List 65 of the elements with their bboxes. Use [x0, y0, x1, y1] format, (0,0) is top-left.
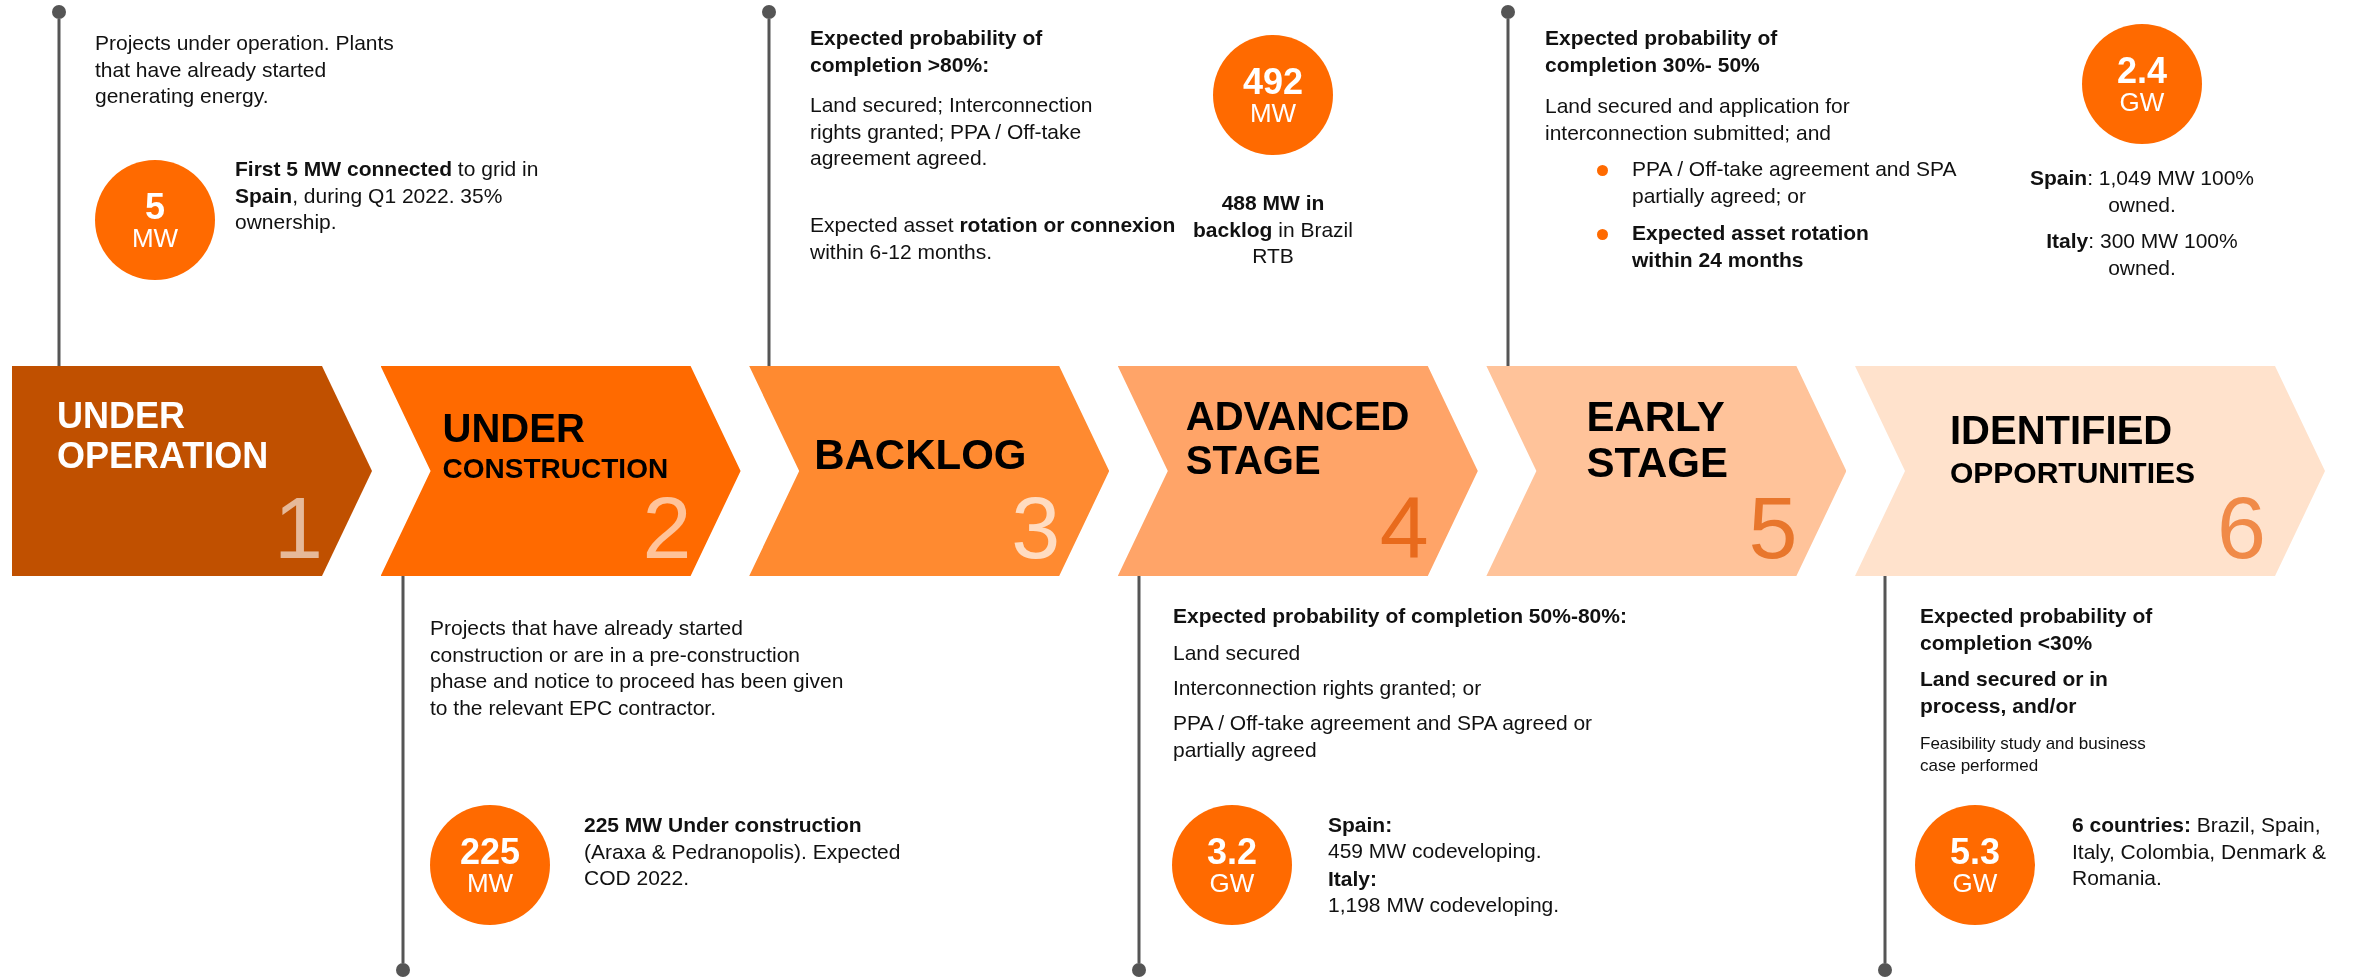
description-text: 1,198 MW codeveloping. — [1328, 892, 1561, 918]
description-text: Land secured — [1173, 640, 1302, 666]
description-text: 225 MW Under construction (Araxa & Pedranopolis). Expected COD 2022. — [584, 812, 902, 892]
value-text: 5.3 — [1949, 834, 2000, 870]
description-text: 488 MW in backlog in Brazil RTB — [1192, 190, 1354, 270]
description-text: Feasibility study and business case performed — [1920, 733, 2147, 777]
unit-text: GW — [2119, 89, 2165, 115]
description-text: Interconnection rights granted; or — [1173, 675, 1483, 701]
description-text: Italy: — [1328, 866, 1378, 892]
stage-number: 5 — [1748, 484, 1798, 572]
unit-text: MW — [131, 225, 179, 251]
stage-title: ADVANCED STAGE — [1185, 394, 1411, 482]
stage-title: CONSTRUCTION — [442, 454, 669, 485]
description-text: Expected probability of completion <30% — [1920, 603, 2154, 656]
description-text: Expected asset rotation within 24 months — [1632, 220, 1870, 273]
unit-text: MW — [466, 870, 514, 896]
pin-dot — [52, 5, 66, 19]
description-text: Projects under operation. Plants that have already started generating energy. — [95, 30, 395, 110]
stage-number: 2 — [642, 484, 692, 572]
value-text: 492 — [1242, 64, 1304, 100]
stage-title: BACKLOG — [814, 432, 1027, 479]
unit-text: GW — [1952, 870, 1998, 896]
description-text: Expected asset rotation or connexion within 6-12 months. — [810, 212, 1177, 265]
stage-title: UNDER — [442, 406, 585, 450]
description-text: 6 countries: Brazil, Spain, Italy, Colombia, Denmark & Romania. — [2072, 812, 2328, 892]
description-text: Projects that have already started construction or are in a pre-construction phase and notice to proceed has been given to the relevant EPC contractor. — [430, 615, 845, 721]
value-text: 3.2 — [1206, 834, 1257, 870]
pin-dot — [396, 963, 410, 977]
unit-text: GW — [1209, 870, 1255, 896]
description-text: Land secured or in process, and/or — [1920, 666, 2109, 719]
description-text: Expected probability of completion 30%- 50% — [1545, 25, 1779, 78]
stage-title: IDENTIFIED — [1950, 408, 2173, 452]
unit-text: MW — [1249, 100, 1297, 126]
pin-dot — [1132, 963, 1146, 977]
stage-number: 3 — [1011, 484, 1061, 572]
pin-dot — [762, 5, 776, 19]
description-text: Expected probability of completion 50%-80%: — [1173, 603, 1628, 629]
description-text: PPA / Off-take agreement and SPA partially agreed; or — [1632, 156, 1957, 209]
description-text: Spain: 1,049 MW 100% owned. — [2028, 165, 2256, 218]
description-text: Land secured; Interconnection rights granted; PPA / Off-take agreement agreed. — [810, 92, 1094, 172]
stage-title: EARLY STAGE — [1586, 394, 1729, 487]
pin-dot — [1501, 5, 1515, 19]
pin-dot — [1878, 963, 1892, 977]
stage-banner — [12, 366, 372, 576]
description-text: PPA / Off-take agreement and SPA agreed or partially agreed — [1173, 710, 1594, 763]
timeline-pin — [1137, 576, 1141, 963]
description-text: Land secured and application for interconnection submitted; and — [1545, 93, 1851, 146]
value-text: 5 — [145, 189, 165, 225]
stage-number: 1 — [274, 484, 323, 572]
timeline-pin — [1506, 19, 1510, 366]
value-text: 2.4 — [2116, 53, 2167, 89]
stage-title: UNDER OPERATION — [57, 396, 270, 476]
timeline-pin — [401, 576, 405, 963]
stage-number: 6 — [2217, 484, 2266, 572]
description-text: 459 MW codeveloping. — [1328, 838, 1543, 864]
description-text: First 5 MW connected to grid in Spain, during Q1 2022. 35% ownership. — [235, 156, 540, 236]
stage-number: 4 — [1379, 484, 1429, 572]
timeline-pin — [57, 19, 61, 366]
description-text: Expected probability of completion >80%: — [810, 25, 1044, 78]
value-text: 225 — [459, 834, 521, 870]
timeline-pin — [1883, 576, 1887, 963]
description-text: Spain: — [1328, 812, 1394, 838]
timeline-pin — [767, 19, 771, 366]
stage-title: OPPORTUNITIES — [1950, 456, 2196, 489]
description-text: Italy: 300 MW 100% owned. — [2045, 228, 2239, 281]
